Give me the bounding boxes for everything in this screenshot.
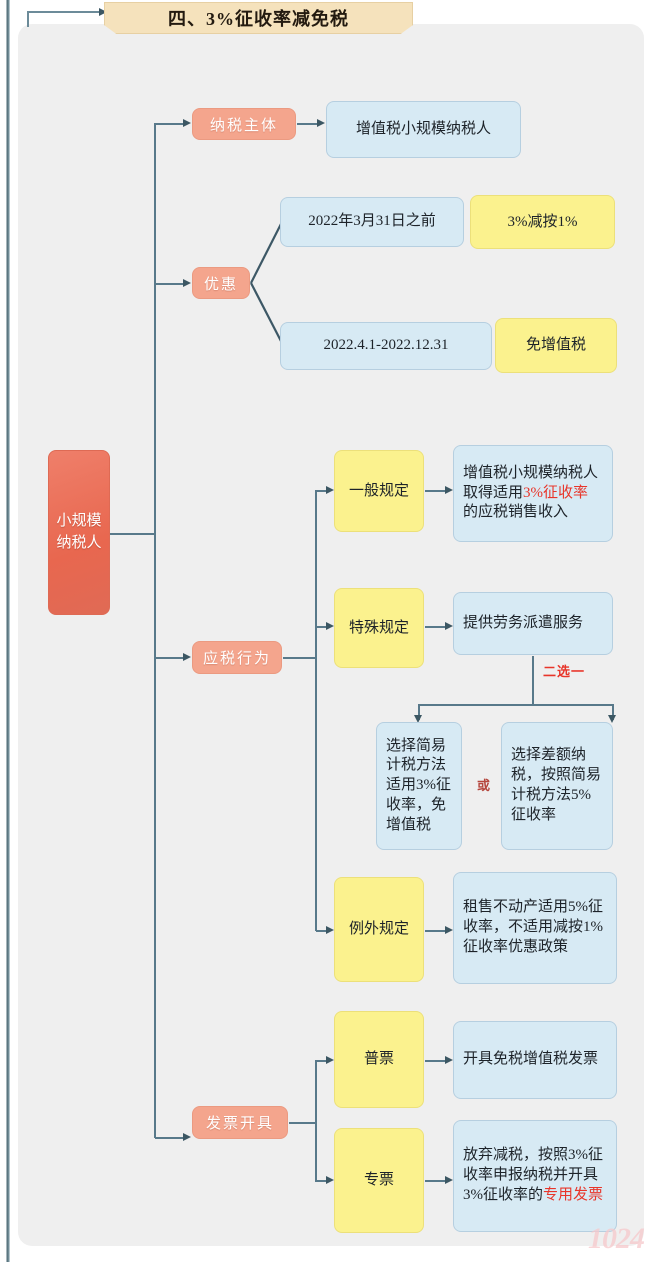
arrow-option-right — [608, 715, 616, 723]
branch-line-taxable-behavior — [155, 657, 185, 659]
link-special-to-detail — [425, 626, 447, 628]
banner-connector-stem — [27, 11, 29, 27]
node-general-invoice-detail[interactable]: 开具免税增值税发票 — [453, 1021, 617, 1099]
node-option-differential-tax-label: 选择差额纳税，按照简易计税方法5%征收率 — [511, 747, 602, 823]
link-arrow-taxpayer-subject-child — [317, 119, 325, 127]
special-rule-detail-label: 提供劳务派遣服务 — [463, 614, 584, 631]
branch-line-invoice-issuance — [155, 1137, 185, 1139]
link-taxable-to-general — [316, 490, 328, 492]
link-general-invoice-detail — [425, 1060, 447, 1062]
branch-arrow-taxpayer-subject — [183, 119, 191, 127]
node-taxable-behavior-label: 应税行为 — [202, 651, 271, 667]
page-title: 四、3%征收率减免税 — [104, 2, 413, 34]
node-exception-rule-detail[interactable]: 租售不动产适用5%征收率，不适用减按1%征收率优惠政策 — [453, 872, 617, 984]
node-result-vat-exempt-label: 免增值税 — [525, 337, 586, 354]
node-result-3pct-to-1pct-label: 3%减按1% — [507, 213, 578, 230]
arrow-general-rule — [326, 486, 334, 494]
arrow-exception-rule — [326, 926, 334, 934]
node-special-rule-label: 特殊规定 — [348, 619, 409, 636]
invoice-spine-stub — [289, 1122, 317, 1124]
link-taxable-to-exception — [316, 930, 328, 932]
node-general-rule-detail[interactable]: 增值税小规模纳税人取得适用3%征收率的应税销售收入 — [453, 445, 613, 542]
choice-left-drop — [418, 704, 420, 720]
choice-split-line — [418, 704, 614, 706]
choice-label: 二选一 — [543, 664, 586, 679]
node-result-3pct-to-1pct[interactable]: 3%减按1% — [470, 195, 615, 249]
branch-arrow-taxable-behavior — [183, 653, 191, 661]
root-label-line2: 纳税人 — [56, 534, 102, 551]
taxable-spine — [315, 490, 317, 931]
taxable-spine-stub — [283, 657, 317, 659]
node-special-invoice[interactable]: 专票 — [334, 1128, 424, 1233]
arrow-general-invoice — [326, 1056, 334, 1064]
node-vat-small-taxpayer[interactable]: 增值税小规模纳税人 — [326, 101, 521, 158]
trunk-line — [154, 123, 156, 1138]
arrow-exception-detail — [445, 926, 453, 934]
node-period-before-label: 2022年3月31日之前 — [308, 213, 436, 230]
link-general-to-detail — [425, 490, 447, 492]
special-invoice-detail-highlight: 专用发票 — [543, 1186, 604, 1203]
arrow-option-left — [414, 715, 422, 723]
general-detail-highlight: 3%征收率 — [523, 484, 589, 501]
banner-connector-arrow — [28, 8, 107, 16]
node-option-simple-method[interactable]: 选择简易计税方法适用3%征收率，免增值税 — [376, 722, 462, 850]
choice-right-drop — [612, 704, 614, 720]
invoice-spine — [315, 1060, 317, 1182]
node-taxpayer-subject[interactable]: 纳税主体 — [192, 108, 296, 140]
arrow-general-detail — [445, 486, 453, 494]
node-option-simple-method-label: 选择简易计税方法适用3%征收率，免增值税 — [386, 737, 451, 833]
node-taxable-behavior[interactable]: 应税行为 — [192, 641, 282, 674]
node-exception-rule-label: 例外规定 — [348, 921, 409, 938]
node-preference[interactable]: 优惠 — [192, 267, 250, 299]
arrow-special-invoice-detail — [445, 1176, 453, 1184]
arrow-special-invoice — [326, 1176, 334, 1184]
link-exception-to-detail — [425, 930, 447, 932]
node-vat-small-taxpayer-label: 增值税小规模纳税人 — [355, 120, 491, 137]
arrow-general-invoice-detail — [445, 1056, 453, 1064]
branch-arrow-preference — [183, 279, 191, 287]
node-general-invoice[interactable]: 普票 — [334, 1011, 424, 1108]
node-period-2022-04-to-12[interactable]: 2022.4.1-2022.12.31 — [280, 322, 492, 370]
node-general-rule-label: 一般规定 — [348, 482, 409, 499]
node-special-invoice-label: 专票 — [363, 1172, 394, 1189]
root-label-line1: 小规模 — [56, 512, 102, 529]
left-rail — [6, 0, 10, 1262]
arrow-special-rule — [326, 622, 334, 630]
link-invoice-to-general — [316, 1060, 328, 1062]
general-detail-post: 的应税销售收入 — [463, 504, 569, 521]
node-general-invoice-label: 普票 — [363, 1051, 394, 1068]
root-to-trunk-line — [100, 533, 156, 535]
link-invoice-to-special — [316, 1180, 328, 1182]
node-special-rule-detail[interactable]: 提供劳务派遣服务 — [453, 592, 613, 655]
choice-stem — [532, 656, 534, 706]
link-taxable-to-special — [316, 626, 328, 628]
arrow-special-detail — [445, 622, 453, 630]
root-node[interactable]: 小规模 纳税人 — [48, 450, 110, 615]
node-special-invoice-detail[interactable]: 放弃减税，按照3%征收率申报纳税并开具3%征收率的专用发票 — [453, 1120, 617, 1232]
node-invoice-issuance-label: 发票开具 — [205, 1116, 274, 1132]
node-general-rule[interactable]: 一般规定 — [334, 450, 424, 532]
node-period-before-2022-03-31[interactable]: 2022年3月31日之前 — [280, 197, 464, 247]
branch-line-preference — [155, 283, 185, 285]
link-special-invoice-detail — [425, 1180, 447, 1182]
node-special-rule[interactable]: 特殊规定 — [334, 588, 424, 668]
branch-arrow-invoice-issuance — [183, 1133, 191, 1141]
node-result-vat-exempt[interactable]: 免增值税 — [495, 318, 617, 373]
general-invoice-detail-label: 开具免税增值税发票 — [463, 1051, 599, 1068]
or-label: 或 — [477, 778, 491, 793]
node-taxpayer-subject-label: 纳税主体 — [209, 117, 278, 134]
special-invoice-detail-pre: 放弃减税，按照3%征收率申报纳税并开具3%征收率的 — [463, 1147, 603, 1203]
node-preference-label: 优惠 — [203, 276, 238, 293]
node-invoice-issuance[interactable]: 发票开具 — [192, 1106, 288, 1139]
link-taxpayer-subject-to-child — [297, 123, 319, 125]
node-option-differential-tax[interactable]: 选择差额纳税，按照简易计税方法5%征收率 — [501, 722, 613, 850]
general-detail-pre: 增值税小规模纳税人取得适用 — [463, 464, 599, 501]
node-exception-rule[interactable]: 例外规定 — [334, 877, 424, 982]
exception-rule-detail-label: 租售不动产适用5%征收率，不适用减按1%征收率优惠政策 — [463, 899, 603, 955]
node-period-2022-04-to-12-label: 2022.4.1-2022.12.31 — [323, 337, 449, 354]
branch-line-taxpayer-subject — [155, 123, 185, 125]
